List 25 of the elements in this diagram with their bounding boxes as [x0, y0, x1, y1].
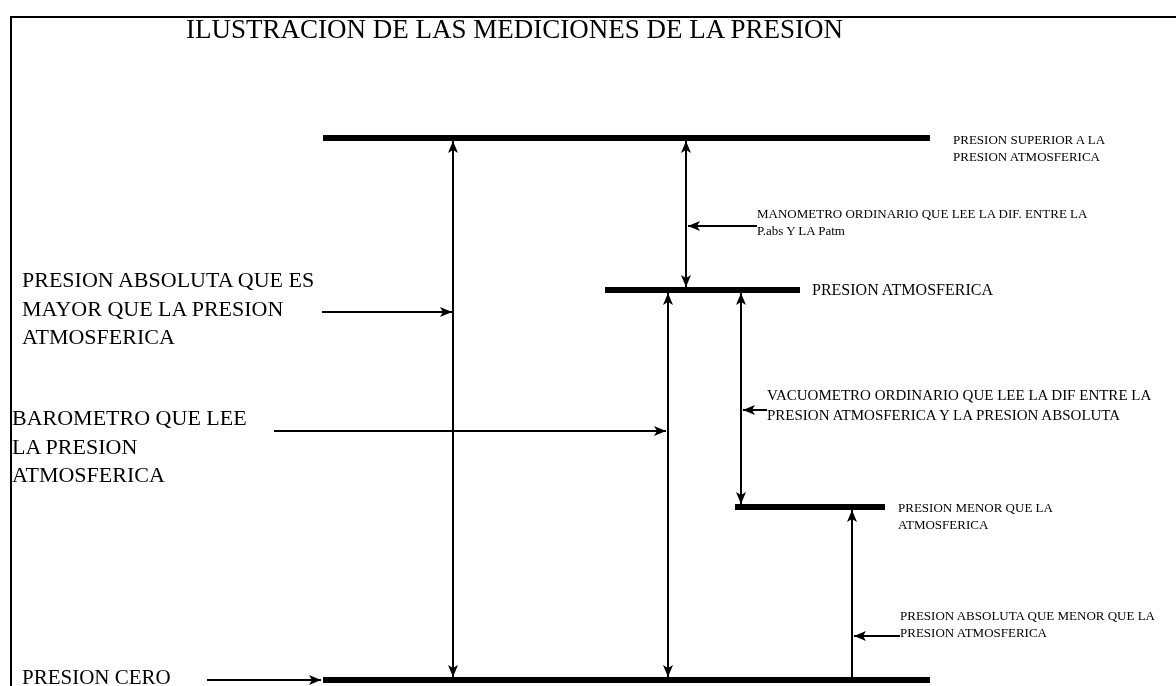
pressure-level-bar — [323, 135, 930, 141]
level-label: PRESION SUPERIOR A LA PRESION ATMOSFERICA — [953, 132, 1106, 166]
leader-arrow — [273, 426, 667, 436]
double-arrow — [681, 140, 691, 288]
callout-text: VACUOMETRO ORDINARIO QUE LEE LA DIF ENTRE LA PRESION ATMOSFERICA Y LA PRESION ABSOLUTA — [767, 386, 1176, 425]
level-label: PRESION ATMOSFERICA — [812, 280, 994, 300]
arrow — [847, 509, 857, 678]
callout-text: MANOMETRO ORDINARIO QUE LEE LA DIF. ENTRE LA P.abs Y LA Patm — [757, 206, 1087, 240]
pressure-level-bar — [735, 504, 885, 510]
double-arrow — [663, 292, 673, 678]
pressure-level-bar — [605, 287, 800, 293]
leader-arrow — [687, 221, 758, 231]
callout-text: PRESION ABSOLUTA QUE ES MAYOR QUE LA PRESION ATMOSFERICA — [22, 266, 322, 352]
leader-arrow — [206, 675, 322, 685]
double-arrow — [448, 140, 458, 678]
double-arrow — [736, 292, 746, 505]
pressure-level-bar — [323, 677, 930, 683]
leader-arrow — [321, 307, 453, 317]
callout-text: PRESION CERO — [22, 664, 207, 686]
level-label: PRESION MENOR QUE LA ATMOSFERICA — [898, 500, 1054, 534]
diagram-title: ILUSTRACION DE LAS MEDICIONES DE LA PRESION — [186, 15, 843, 45]
leader-arrow — [742, 405, 768, 415]
callout-text: PRESION ABSOLUTA QUE MENOR QUE LA PRESION ATMOSFERICA — [900, 608, 1176, 642]
callout-text: BAROMETRO QUE LEE LA PRESION ATMOSFERICA — [12, 404, 274, 490]
leader-arrow — [853, 631, 901, 641]
